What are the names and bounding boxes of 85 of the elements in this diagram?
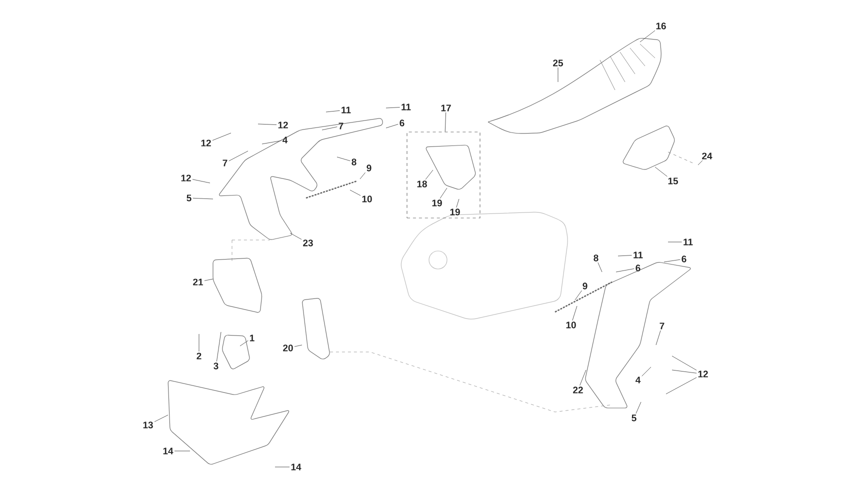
leader-line xyxy=(360,172,366,180)
leader-line xyxy=(192,198,214,200)
callout-number: 6 xyxy=(682,256,686,262)
callout-number: 21 xyxy=(193,278,203,286)
dashed-frame xyxy=(406,132,480,218)
leader-line xyxy=(262,140,282,144)
leader-line xyxy=(274,466,290,468)
callout-number: 24 xyxy=(702,152,712,160)
leader-line xyxy=(258,124,277,125)
leader-line xyxy=(654,166,668,177)
leader-line xyxy=(204,278,214,281)
callout-number: 13 xyxy=(143,422,153,428)
leader-line xyxy=(192,179,210,184)
callout-number: 19 xyxy=(450,208,460,216)
leader-line xyxy=(656,330,661,346)
leader-line xyxy=(444,112,446,132)
callout-number: 9 xyxy=(582,282,588,290)
callout-number: 6 xyxy=(636,264,640,272)
callout-number: 18 xyxy=(417,180,427,188)
leader-line xyxy=(598,262,602,272)
callout-number: 11 xyxy=(684,238,693,246)
callout-number: 5 xyxy=(632,414,636,422)
leader-line xyxy=(425,170,434,180)
callout-number: 10 xyxy=(566,322,576,328)
callout-number: 3 xyxy=(214,362,218,370)
callout-number: 14 xyxy=(163,448,174,454)
callout-number: 19 xyxy=(432,200,442,206)
leader-line xyxy=(386,124,398,128)
callout-number: 20 xyxy=(283,344,293,352)
leader-line xyxy=(664,259,680,262)
leader-line xyxy=(642,366,652,376)
callout-number: 2 xyxy=(196,352,202,360)
callout-number: 11 xyxy=(634,252,643,258)
leader-line xyxy=(216,332,222,362)
leader-line xyxy=(198,334,200,352)
leader-line xyxy=(294,344,302,347)
callout-number: 11 xyxy=(402,104,411,110)
leader-line xyxy=(666,377,697,394)
leader-line xyxy=(350,190,361,196)
leader-line xyxy=(174,450,190,452)
callout-number: 17 xyxy=(441,104,451,112)
callout-number: 12 xyxy=(698,370,708,378)
callout-number: 25 xyxy=(553,60,563,66)
callout-number: 15 xyxy=(668,178,678,184)
callout-number: 23 xyxy=(303,240,313,246)
leader-line xyxy=(672,370,697,374)
callout-number: 4 xyxy=(282,136,288,144)
callout-number: 14 xyxy=(291,464,302,470)
leader-line xyxy=(572,306,578,321)
leader-line xyxy=(698,160,703,166)
callout-number: 22 xyxy=(573,386,583,394)
callout-number: 6 xyxy=(400,120,404,126)
callout-number: 11 xyxy=(342,106,351,114)
leader-line xyxy=(386,107,400,108)
callout-number: 10 xyxy=(362,196,372,202)
leader-line xyxy=(616,268,634,272)
callout-number: 7 xyxy=(338,122,344,130)
callout-number: 12 xyxy=(201,140,211,146)
leader-line xyxy=(240,340,248,346)
callout-number: 8 xyxy=(352,158,356,166)
callout-number: 4 xyxy=(636,376,641,384)
leader-line xyxy=(672,356,697,370)
callout-number: 16 xyxy=(656,22,666,30)
leader-line xyxy=(212,132,232,141)
leader-line xyxy=(618,255,632,256)
callout-number: 1 xyxy=(250,334,254,342)
callout-number: 7 xyxy=(660,322,664,330)
leader-line xyxy=(228,150,248,162)
callout-number: 12 xyxy=(181,174,191,182)
callout-number: 7 xyxy=(222,160,228,166)
leader-line xyxy=(322,126,338,130)
leader-line xyxy=(456,198,460,208)
leader-line xyxy=(640,30,656,42)
leader-line xyxy=(580,370,586,386)
leader-line xyxy=(326,110,340,112)
leader-line xyxy=(290,232,302,240)
leader-line xyxy=(574,290,582,300)
callout-number: 9 xyxy=(366,164,372,172)
leader-line xyxy=(336,156,350,162)
callout-number: 8 xyxy=(594,254,598,262)
leader-line xyxy=(636,402,642,414)
leader-line xyxy=(154,414,168,422)
callout-number: 12 xyxy=(278,122,288,128)
callout-number: 5 xyxy=(186,194,192,202)
leader-line xyxy=(440,188,448,199)
